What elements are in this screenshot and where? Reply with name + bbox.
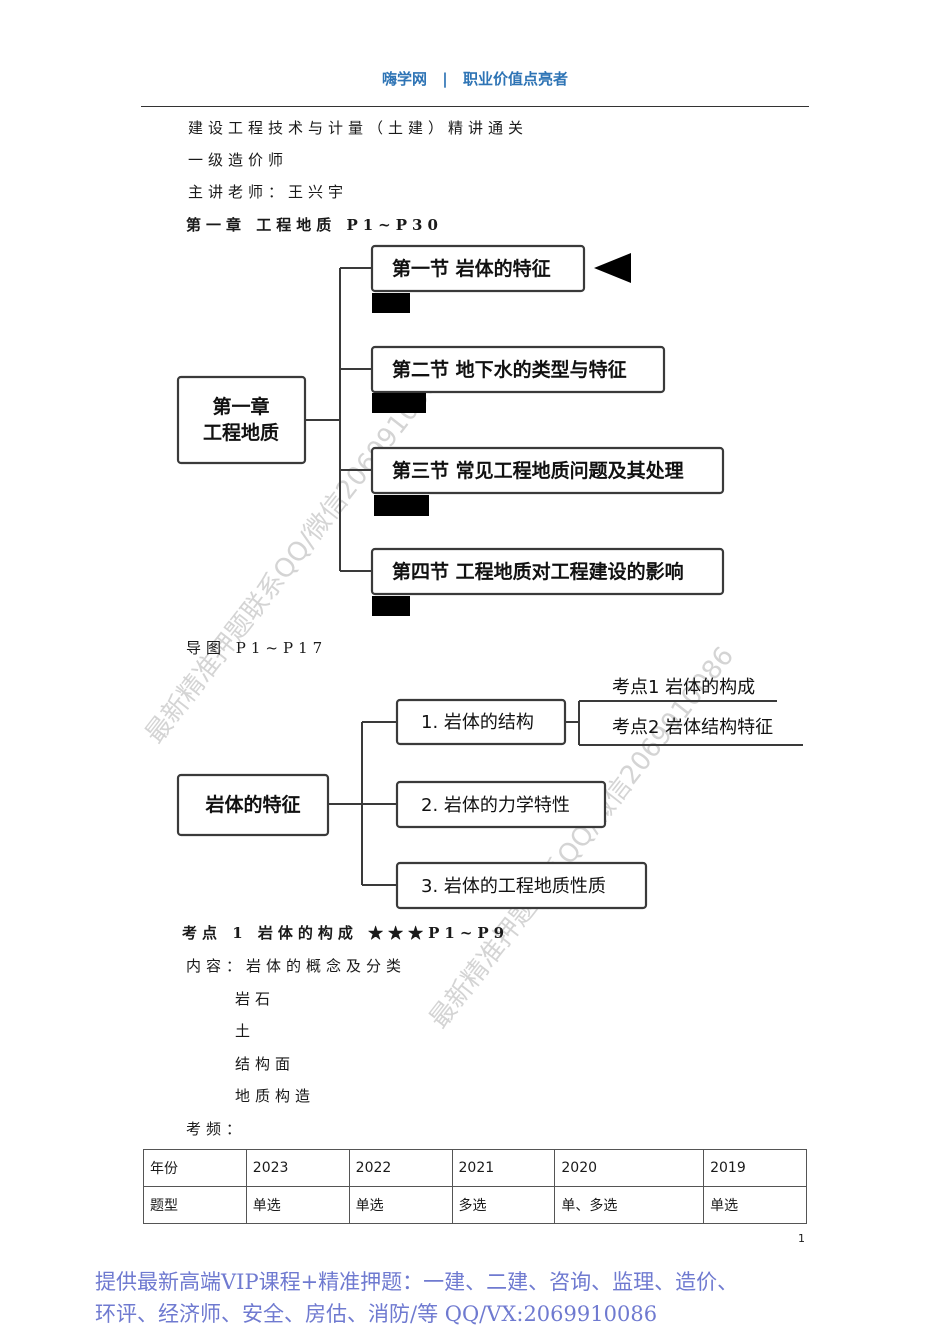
table-row: 年份 2023 2022 2021 2020 2019: [143, 1149, 807, 1187]
rock-root-label: 岩体的特征: [204, 793, 300, 816]
chapter-root-line2: 工程地质: [203, 421, 279, 444]
section-2-label: 第二节 地下水的类型与特征: [392, 358, 627, 381]
table-cell: 年份: [143, 1149, 247, 1187]
section-3-box: [370, 446, 725, 495]
table-cell: 单、多选: [554, 1186, 705, 1224]
point-title: 考点 1 岩体的构成 ★★★P1~P9: [182, 924, 510, 942]
branch-3-label: 3. 岩体的工程地质性质: [421, 876, 606, 897]
site-slogan: 职业价值点亮者: [462, 70, 568, 88]
course-teacher: 主讲老师：王兴宇: [188, 183, 349, 201]
table-cell: 2021: [451, 1149, 556, 1187]
table-row: 题型 单选 单选 多选 单、多选 单选: [143, 1186, 807, 1224]
section-2-box: [370, 345, 666, 394]
table-cell: 单选: [703, 1186, 807, 1224]
section-4-box: [370, 547, 725, 596]
branch-1-label: 1. 岩体的结构: [421, 712, 534, 733]
freq-label: 考频：: [186, 1120, 247, 1138]
chapter-root-line1: 第一章: [212, 395, 269, 418]
footer-line-2: 环评、经济师、安全、房估、消防/等 QQ/VX:2069910086: [95, 1302, 658, 1326]
site-header: 嗨学网 | 职业价值点亮者: [0, 68, 950, 89]
table-cell: 2023: [245, 1149, 350, 1187]
section-1-tag: [372, 293, 410, 313]
table-cell: 单选: [245, 1186, 350, 1224]
branch-2-label: 2. 岩体的力学特性: [421, 795, 570, 816]
content-label: 内容：岩体的概念及分类: [186, 957, 407, 975]
sub-point-1-label: 考点1 岩体的构成: [612, 677, 755, 698]
chapter-title: 第一章 工程地质 P1~P30: [186, 216, 443, 234]
content-item: 结构面: [235, 1055, 296, 1073]
current-marker-icon: [594, 253, 631, 283]
rock-connectors: [328, 721, 397, 886]
chapter-connectors: [305, 267, 372, 572]
table-cell: 2019: [703, 1149, 807, 1187]
table-cell: 2022: [348, 1149, 453, 1187]
section-2-tag: [372, 393, 426, 413]
branch-3-box: [395, 861, 648, 910]
chapter-mindmap: 第一章 工程地质 第一节 岩体的特征 第二节 地下水的类型与特征 第三节 常见工…: [176, 244, 725, 616]
site-name[interactable]: 嗨学网: [382, 70, 428, 88]
rock-root-box: [176, 773, 330, 837]
table-cell: 单选: [348, 1186, 453, 1224]
section-4-tag: [372, 596, 410, 616]
content-item: 土: [235, 1022, 256, 1040]
header-separator: |: [442, 70, 448, 88]
rock-sub-connectors: [565, 700, 803, 746]
section-1-label: 第一节 岩体的特征: [392, 257, 551, 280]
course-title: 建设工程技术与计量（土建）精讲通关: [188, 119, 529, 137]
sub-point-2-label: 考点2 岩体结构特征: [612, 717, 773, 738]
table-cell: 2020: [554, 1149, 705, 1187]
section-1-box: [370, 244, 586, 293]
frequency-table: 年份 2023 2022 2021 2020 2019 题型 单选 单选 多选 …: [143, 1149, 807, 1224]
branch-2-box: [395, 780, 607, 829]
footer-line-1: 提供最新高端VIP课程+精准押题：一建、二建、咨询、监理、造价、: [95, 1270, 739, 1294]
map2-caption: 导图 P1~P17: [186, 639, 328, 657]
table-cell: 多选: [451, 1186, 556, 1224]
header-rule: [141, 106, 809, 107]
section-3-tag: [374, 495, 429, 516]
branch-1-box: [395, 698, 567, 746]
section-4-label: 第四节 工程地质对工程建设的影响: [392, 560, 684, 583]
page-number: 1: [798, 1232, 805, 1245]
course-level: 一级造价师: [188, 151, 289, 169]
table-cell: 题型: [143, 1186, 247, 1224]
content-item: 岩石: [235, 990, 276, 1008]
chapter-root-box: [176, 375, 307, 465]
section-3-label: 第三节 常见工程地质问题及其处理: [392, 459, 684, 482]
rock-mindmap: 岩体的特征 1. 岩体的结构 2. 岩体的力学特性 3. 岩体的工程地质性质 考…: [176, 677, 803, 910]
content-item: 地质构造: [235, 1087, 316, 1105]
